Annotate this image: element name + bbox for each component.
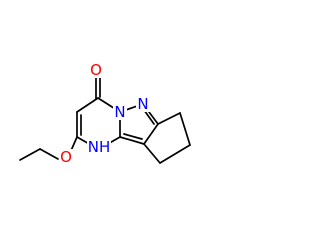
atom-nitrogen-nh: NH — [88, 138, 111, 156]
bond-c8-c8a-inner — [123, 133, 143, 140]
label-bg — [87, 139, 111, 155]
bond-ch2c-c8 — [143, 143, 161, 164]
atom-nitrogen-n5: N — [114, 103, 125, 121]
label-bg — [136, 96, 150, 112]
atom-label-layer: O N N NH O — [59, 61, 150, 166]
label-bg — [113, 104, 127, 120]
bond-oether-ch2 — [39, 148, 59, 160]
bond-ch2-ch3 — [19, 148, 41, 161]
bond-c7-c8 — [143, 123, 159, 145]
bond-c7-ch2a — [157, 112, 181, 125]
atom-oxygen-carbonyl: O — [90, 61, 102, 79]
bond-c8-c8a — [119, 136, 145, 145]
atom-oxygen-ether: O — [60, 148, 72, 166]
bond-c4-c3 — [76, 97, 99, 113]
molecule-canvas: O N N NH O — [19, 61, 191, 166]
label-bg — [59, 149, 73, 165]
bond-ch2b-ch2c — [159, 144, 191, 164]
molecule-structure: O N N NH O — [19, 61, 191, 166]
bond-ch2a-ch2b — [179, 112, 191, 146]
label-bg — [89, 62, 103, 78]
atom-nitrogen-n6: N — [137, 95, 148, 113]
bond-n6-c7-inner — [143, 109, 155, 125]
